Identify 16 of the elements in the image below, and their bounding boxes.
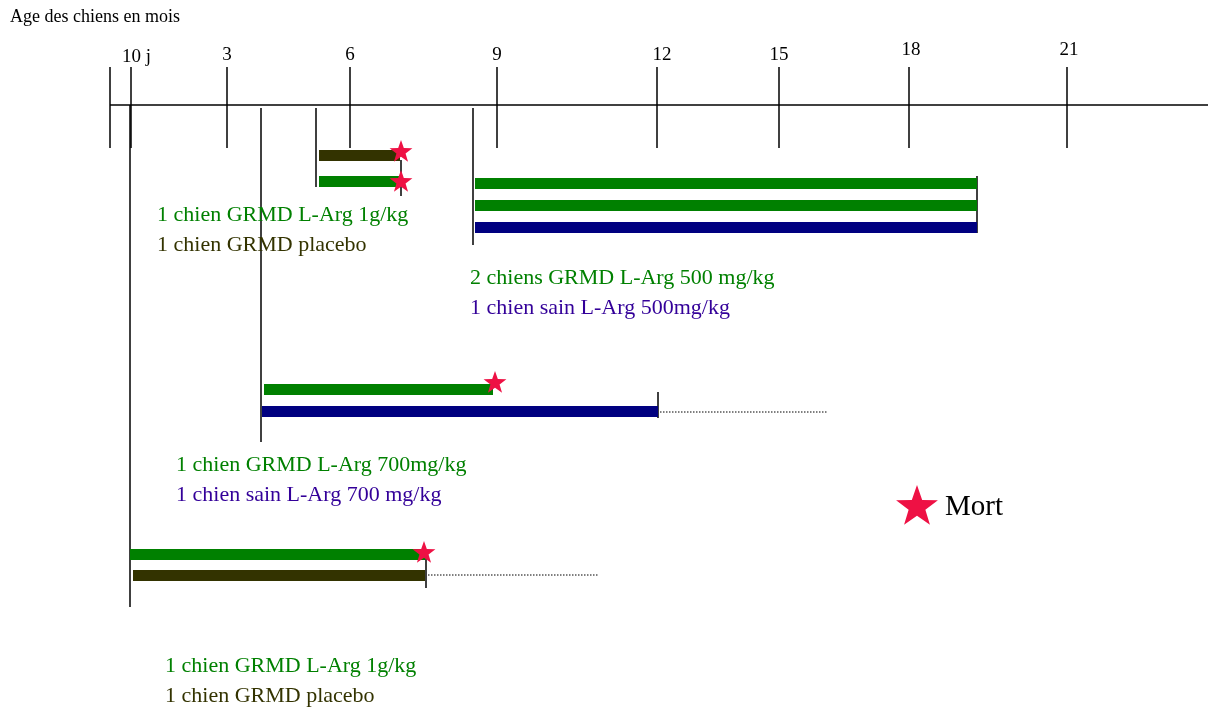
tick-label: 21 [1059,39,1079,60]
group-label: 1 chien sain L-Arg 500mg/kg [470,295,730,320]
tick-label: 12 [652,44,672,65]
tick-label: 6 [345,44,355,65]
tick-label: 15 [769,44,789,65]
group-label: 1 chien GRMD L-Arg 700mg/kg [176,452,467,477]
tick-label: 10 j [122,46,152,67]
group-label: 1 chien GRMD placebo [165,683,375,708]
group-label: 1 chien GRMD L-Arg 1g/kg [165,653,417,678]
tick-label: 18 [901,39,921,60]
tick-label: 3 [222,44,232,65]
group-label: 1 chien sain L-Arg 700 mg/kg [176,482,442,507]
tick-label: 9 [492,44,502,65]
axis-title: Age des chiens en mois [10,7,180,27]
group-label: 2 chiens GRMD L-Arg 500 mg/kg [470,265,775,290]
legend-label: Mort [945,490,1003,522]
